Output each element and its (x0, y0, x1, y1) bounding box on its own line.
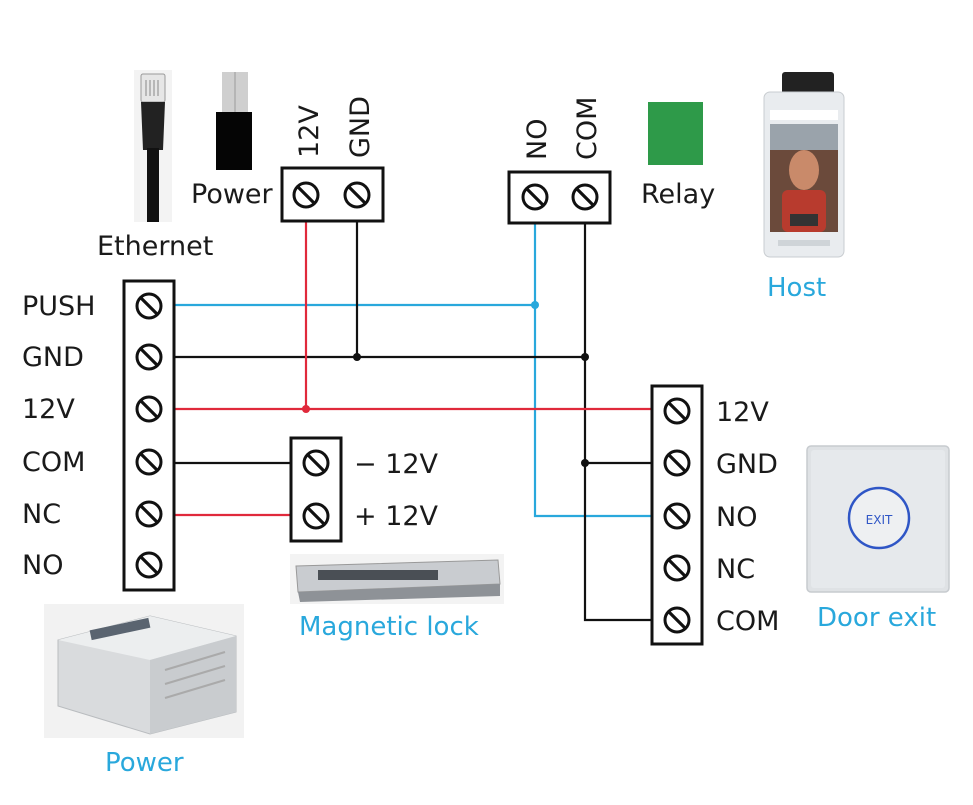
svg-text:EXIT: EXIT (866, 513, 893, 527)
ps-label-push: PUSH (22, 291, 96, 322)
power-plug-icon (216, 72, 252, 170)
host-power-terminal: 12V GND (280, 96, 385, 223)
lock-terminal: − 12V + 12V (289, 436, 439, 543)
wire-relay-com (583, 195, 662, 622)
door-exit-terminal: 12V GND NO NC COM (650, 384, 779, 646)
exit-label-no: NO (716, 502, 757, 533)
junction-gnd-3 (581, 459, 589, 467)
door-exit-button-icon: EXIT (806, 445, 950, 593)
wire-relay-no-to-exit-no (533, 305, 662, 518)
screw-icon (521, 183, 549, 211)
junction-gnd-2 (581, 353, 589, 361)
screw-icon (343, 181, 371, 209)
screw-icon (663, 502, 691, 530)
power-plug-caption: Power (191, 179, 274, 210)
face-recognition-terminal-icon (763, 72, 845, 258)
exit-label-gnd: GND (716, 449, 778, 480)
screw-icon (135, 500, 163, 528)
screw-icon (663, 606, 691, 634)
power-supply-terminal: PUSH GND 12V COM NC NO (22, 279, 176, 592)
junction-blue (531, 301, 539, 309)
ps-label-gnd: GND (22, 342, 84, 373)
ps-label-nc: NC (22, 499, 61, 530)
screw-icon (135, 448, 163, 476)
ps-label-com: COM (22, 447, 85, 478)
host-caption: Host (767, 273, 826, 303)
power-supply-caption: Power (105, 748, 184, 778)
screw-icon (302, 502, 330, 530)
host-power-label-12v: 12V (294, 105, 325, 158)
screw-icon (135, 343, 163, 371)
lock-label-plus: + 12V (354, 501, 439, 532)
screw-icon (135, 551, 163, 579)
exit-label-nc: NC (716, 554, 755, 585)
ethernet-cable-icon (134, 70, 172, 222)
ps-label-12v: 12V (22, 394, 75, 425)
screw-icon (663, 554, 691, 582)
exit-label-12v: 12V (716, 397, 769, 428)
junction-12v (302, 405, 310, 413)
screw-icon (292, 181, 320, 209)
screw-icon (663, 449, 691, 477)
door-exit-caption: Door exit (817, 603, 936, 633)
screw-icon (571, 183, 599, 211)
power-supply-box-icon (44, 604, 244, 738)
lock-label-minus: − 12V (354, 449, 439, 480)
host-relay-label-com: COM (572, 97, 603, 160)
magnetic-lock-icon (290, 554, 504, 604)
screw-icon (302, 449, 330, 477)
ethernet-caption: Ethernet (97, 231, 213, 262)
host-power-label-gnd: GND (345, 96, 376, 158)
ps-label-no: NO (22, 550, 63, 581)
relay-caption: Relay (641, 179, 715, 210)
host-relay-label-no: NO (522, 119, 553, 160)
wires (175, 195, 662, 622)
screw-icon (135, 292, 163, 320)
screw-icon (135, 395, 163, 423)
exit-label-com: COM (716, 606, 779, 637)
host-relay-terminal: NO COM (507, 97, 612, 225)
screw-icon (663, 397, 691, 425)
magnetic-lock-caption: Magnetic lock (299, 612, 479, 642)
relay-green-square-icon (648, 102, 703, 165)
junction-gnd-1 (353, 353, 361, 361)
